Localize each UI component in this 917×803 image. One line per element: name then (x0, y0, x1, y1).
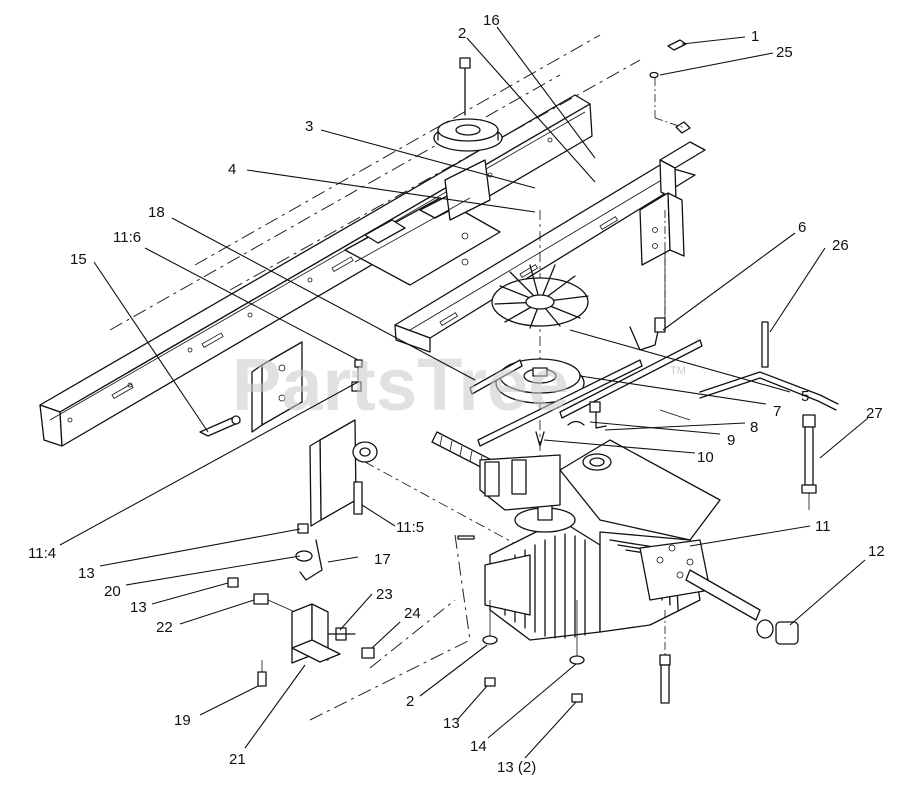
leader-lines (59, 26, 869, 759)
frame-rails (39, 34, 696, 447)
callout-12: 12 (868, 543, 885, 560)
bottom-hardware (482, 600, 585, 703)
svg-text:PartsTree: PartsTree (232, 343, 569, 426)
callout-20: 20 (104, 583, 121, 600)
svg-text:TM: TM (670, 365, 686, 377)
callout-2: 2 (458, 25, 466, 42)
callout-23: 23 (376, 586, 393, 603)
control-rods (629, 250, 839, 411)
callout-17: 17 (374, 551, 391, 568)
callout-13-a: 13 (78, 565, 95, 582)
watermark: PartsTree TM (232, 343, 686, 426)
callout-4: 4 (228, 161, 236, 178)
callout-24: 24 (404, 605, 421, 622)
callout-26: 26 (832, 237, 849, 254)
callout-2-b: 2 (406, 693, 414, 710)
callout-13-c: 13 (443, 715, 460, 732)
callout-labels: 1 25 16 2 3 4 18 11:6 15 6 26 5 7 8 9 10… (28, 12, 885, 776)
engine-pulley (433, 57, 503, 152)
callout-3: 3 (305, 118, 313, 135)
callout-21: 21 (229, 751, 246, 768)
callout-11-6: 11:6 (113, 229, 141, 246)
callout-7: 7 (773, 403, 781, 420)
right-mount-bracket (639, 39, 706, 320)
callout-22: 22 (156, 619, 173, 636)
belt-guards (469, 339, 703, 447)
callout-25: 25 (776, 44, 793, 61)
callout-13-2: 13 (2) (497, 759, 536, 776)
callout-1: 1 (751, 28, 759, 45)
lower-bracket-assembly (227, 523, 471, 721)
callout-6: 6 (798, 219, 806, 236)
bypass-rod (801, 414, 817, 510)
callout-15: 15 (70, 251, 87, 268)
callout-27: 27 (866, 405, 883, 422)
cooling-fan (491, 210, 589, 490)
callout-10: 10 (697, 449, 714, 466)
callout-11: 11 (815, 518, 831, 535)
callout-11-4: 11:4 (28, 545, 56, 562)
small-hardware (535, 401, 691, 447)
callout-19: 19 (174, 712, 191, 729)
callout-13-b: 13 (130, 599, 147, 616)
callout-16: 16 (483, 12, 500, 29)
callout-5: 5 (801, 388, 809, 405)
callout-8: 8 (750, 419, 758, 436)
callout-11-5: 11:5 (396, 519, 424, 536)
callout-14: 14 (470, 738, 487, 755)
transaxle (457, 439, 799, 704)
callout-18: 18 (148, 204, 165, 221)
callout-9: 9 (727, 432, 735, 449)
